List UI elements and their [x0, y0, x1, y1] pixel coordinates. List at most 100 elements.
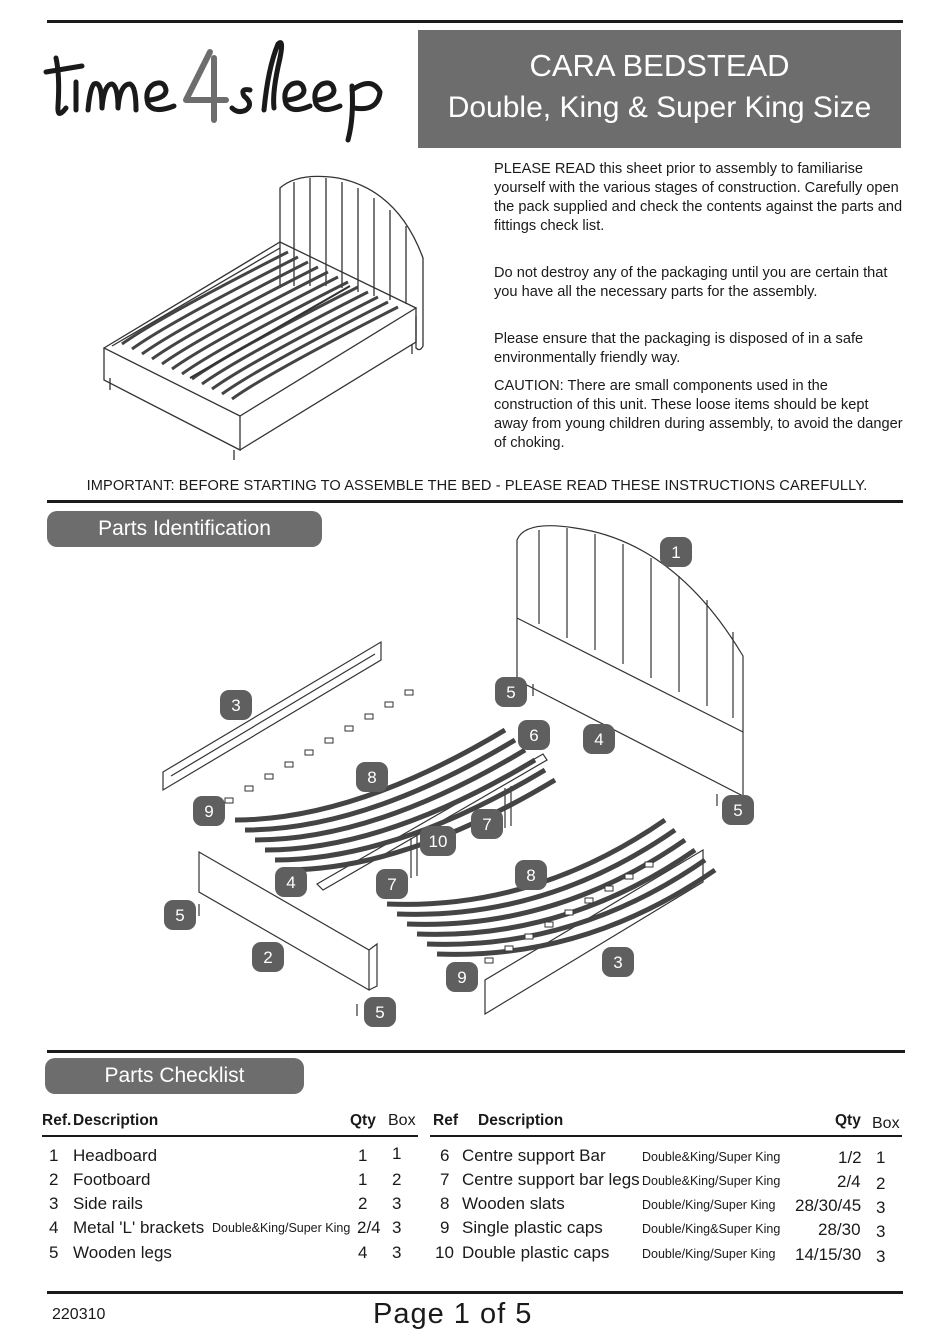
svg-text:5: 5: [733, 801, 742, 820]
row-desc: Side rails: [73, 1194, 143, 1213]
svg-text:10: 10: [429, 832, 448, 851]
row-ref: 7: [440, 1170, 450, 1189]
row-desc: Centre support bar legs: [462, 1170, 640, 1189]
row-note: Double&King/Super King: [642, 1150, 781, 1164]
row-box: 3: [876, 1247, 886, 1266]
left-header-rule: [42, 1135, 418, 1137]
row-note: Double/King/Super King: [642, 1247, 776, 1261]
badge-7a: 7: [471, 809, 503, 839]
intro-disposal: Please ensure that the packaging is disp…: [494, 331, 864, 366]
row-desc: Metal 'L' brackets: [73, 1218, 205, 1237]
badge-5a: 5: [495, 677, 527, 707]
right-header-qty: Qty: [835, 1112, 861, 1129]
row-qty: 4: [358, 1243, 368, 1262]
product-title: CARA BEDSTEAD: [529, 48, 790, 83]
right-header-desc: Description: [478, 1112, 564, 1129]
row-desc: Headboard: [73, 1146, 158, 1165]
title-banner: CARA BEDSTEAD Double, King & Super King …: [418, 30, 901, 148]
svg-text:8: 8: [367, 768, 376, 787]
row-ref: 10: [435, 1243, 454, 1262]
row-box: 1: [392, 1144, 402, 1163]
badge-2: 2: [252, 942, 284, 972]
row-ref: 1: [49, 1146, 59, 1165]
row-qty: 1/2: [838, 1148, 862, 1167]
row-box: 3: [392, 1243, 402, 1262]
right-header-box: Box: [872, 1115, 900, 1132]
row-desc: Single plastic caps: [462, 1218, 603, 1237]
brand-logo: [43, 40, 383, 143]
diagram-badges: 1 2 3 3 4 4 5 5 5 5 6 7 7 8 8 9 9 10: [164, 537, 754, 1027]
left-header-qty: Qty: [350, 1112, 376, 1129]
row-box: 1: [876, 1148, 886, 1167]
svg-text:8: 8: [526, 866, 535, 885]
row-desc: Footboard: [73, 1170, 151, 1189]
page-indicator: Page 1 of 5: [373, 1298, 533, 1330]
parts-identification-heading: Parts Identification: [47, 511, 322, 547]
row-qty: 2/4: [837, 1172, 861, 1191]
row-qty: 2: [358, 1194, 368, 1213]
caution-lead: CAUTION:: [494, 378, 564, 394]
assembled-bed-illustration: [102, 175, 424, 460]
intro-read-first: PLEASE READ this sheet prior to assembly…: [494, 160, 904, 236]
badge-8a: 8: [356, 762, 388, 792]
badge-9a: 9: [193, 796, 225, 826]
badge-7b: 7: [376, 869, 408, 899]
svg-text:5: 5: [506, 683, 515, 702]
row-box: 3: [392, 1194, 402, 1213]
row-qty: 14/15/30: [795, 1245, 862, 1264]
badge-3b: 3: [602, 947, 634, 977]
document-code: 220310: [52, 1306, 106, 1323]
row-note: Double&King/Super King: [642, 1174, 781, 1188]
badge-4b: 4: [275, 867, 307, 897]
row-ref: 8: [440, 1194, 450, 1213]
svg-text:6: 6: [529, 726, 538, 745]
top-rule: [47, 20, 903, 23]
svg-text:4: 4: [594, 730, 603, 749]
svg-text:7: 7: [482, 815, 491, 834]
row-ref: 3: [49, 1194, 59, 1213]
row-ref: 4: [49, 1218, 59, 1237]
row-box: 3: [876, 1198, 886, 1217]
left-header-ref: Ref.: [42, 1112, 72, 1129]
svg-text:5: 5: [375, 1003, 384, 1022]
badge-5d: 5: [364, 997, 396, 1027]
row-desc: Centre support Bar: [462, 1146, 606, 1165]
badge-10: 10: [420, 826, 456, 856]
intro-read-lead: PLEASE READ: [494, 161, 596, 177]
row-box: 2: [876, 1174, 886, 1193]
row-desc: Wooden legs: [73, 1243, 172, 1262]
svg-text:4: 4: [286, 873, 295, 892]
svg-text:1: 1: [671, 543, 680, 562]
badge-4: 4: [583, 724, 615, 754]
product-sizes: Double, King & Super King Size: [447, 91, 872, 124]
intro-read-text: this sheet prior to assembly to familiar…: [494, 161, 903, 234]
checklist-rule: [47, 1050, 905, 1053]
svg-text:5: 5: [175, 906, 184, 925]
section-rule: [47, 500, 903, 503]
row-ref: 2: [49, 1170, 59, 1189]
right-header-rule: [430, 1135, 902, 1137]
intro-packaging: Do not destroy any of the packaging unti…: [494, 265, 888, 300]
svg-text:2: 2: [263, 948, 272, 967]
caution-text: There are small components used in the c…: [494, 378, 903, 451]
left-header-desc: Description: [73, 1112, 159, 1129]
row-qty: 2/4: [357, 1218, 381, 1237]
svg-text:9: 9: [457, 968, 466, 987]
footer-rule: [47, 1291, 903, 1294]
row-qty: 1: [358, 1170, 368, 1189]
intro-caution: CAUTION: There are small components used…: [494, 377, 904, 453]
left-header-box: Box: [388, 1112, 416, 1129]
row-ref: 9: [440, 1218, 450, 1237]
svg-text:3: 3: [231, 696, 240, 715]
row-note: Double&King/Super King: [212, 1221, 351, 1235]
svg-text:9: 9: [204, 802, 213, 821]
row-ref: 6: [440, 1146, 450, 1165]
right-header-ref: Ref: [433, 1112, 458, 1129]
row-qty: 28/30: [818, 1220, 861, 1239]
row-qty: 1: [358, 1146, 368, 1165]
badge-8b: 8: [515, 860, 547, 890]
row-box: 2: [392, 1170, 402, 1189]
badge-9b: 9: [446, 962, 478, 992]
badge-1: 1: [660, 537, 692, 567]
svg-text:7: 7: [387, 875, 396, 894]
